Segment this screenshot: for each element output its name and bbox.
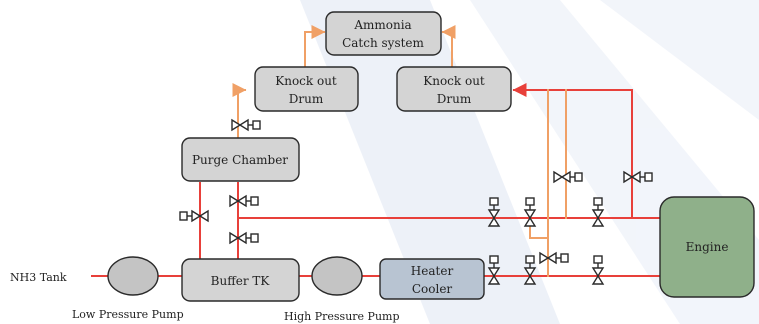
gate-valve-icon [539, 252, 569, 264]
low-pressure-pump-label: Low Pressure Pump [72, 308, 184, 321]
buffer-tank: Buffer TK [181, 258, 300, 302]
knock-out-left-label-2: Drum [289, 92, 324, 106]
knockout-right-to-catch-line [441, 25, 456, 68]
low-pressure-pump [107, 256, 159, 296]
ammonia-catch-system: Ammonia Catch system [325, 11, 442, 56]
pump-icon [107, 256, 159, 296]
heater-cooler-label-2: Cooler [412, 282, 453, 296]
engine-label: Engine [686, 240, 729, 254]
gate-valve-icon [553, 171, 583, 183]
heater-cooler: Heater Cooler [379, 258, 485, 300]
engine: Engine [659, 196, 755, 298]
knock-out-drum-left: Knock out Drum [254, 66, 359, 112]
gate-valve-icon [179, 210, 209, 222]
knock-out-right-label-1: Knock out [423, 74, 485, 88]
gate-valve-icon [231, 119, 261, 131]
buffer-tk-label: Buffer TK [211, 274, 271, 288]
knock-out-right-label-2: Drum [437, 92, 472, 106]
knockout-left-to-catch-line [304, 25, 326, 68]
gate-valve-icon [592, 255, 604, 285]
knock-out-drum-right: Knock out Drum [396, 66, 512, 112]
ammonia-catch-label-2: Catch system [342, 36, 424, 50]
gate-valve-icon [229, 195, 259, 207]
ammonia-catch-label-1: Ammonia [353, 18, 411, 32]
gate-valve-icon [229, 232, 259, 244]
high-pressure-pump-label: High Pressure Pump [284, 310, 400, 323]
knock-out-left-label-1: Knock out [275, 74, 337, 88]
purge-to-knockout-line [232, 83, 247, 138]
high-pressure-pump [311, 256, 363, 296]
gate-valve-icon [592, 197, 604, 227]
purge-chamber: Purge Chamber [181, 137, 300, 182]
heater-cooler-label-1: Heater [411, 264, 454, 278]
gate-valve-icon [524, 197, 536, 227]
purge-chamber-label: Purge Chamber [192, 153, 288, 167]
nh3-tank-label: NH3 Tank [10, 271, 67, 284]
engine-vent-line [512, 83, 633, 219]
pump-icon [311, 256, 363, 296]
